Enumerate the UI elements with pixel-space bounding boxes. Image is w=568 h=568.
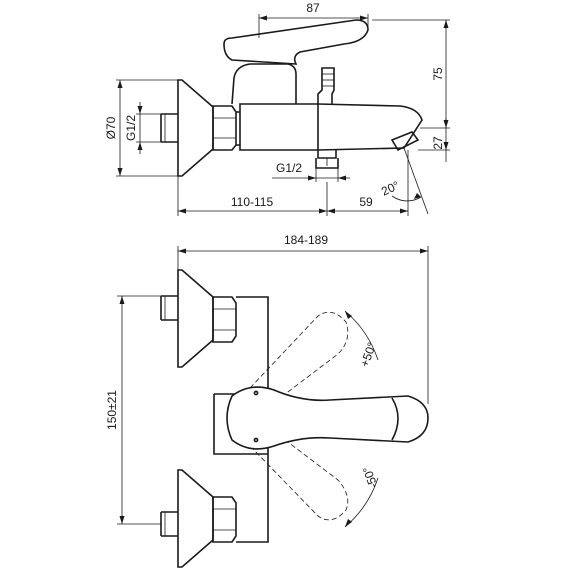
side-body [239, 103, 319, 151]
side-dimensions: 87 75 27 Ø70 G1/2 G1/2 [104, 1, 450, 216]
dim-g12-side: G1/2 [124, 115, 138, 141]
side-hex-nut [212, 105, 237, 151]
dim-184-189: 184-189 [284, 233, 328, 247]
front-lever [226, 386, 429, 450]
lever-rotated-up [249, 311, 349, 405]
dim-27: 27 [431, 136, 445, 150]
front-dimensions: 184-189 150±21 +50° -50° [105, 233, 429, 525]
dim-g12-bottom: G1/2 [276, 161, 302, 175]
lever-rotated-down [249, 429, 349, 521]
side-aerator [390, 131, 420, 152]
dim-87: 87 [306, 1, 320, 15]
side-rosette [177, 79, 214, 177]
front-hex-nut-top [212, 296, 237, 343]
front-rosette-top [177, 269, 214, 368]
dim-59: 59 [359, 195, 373, 209]
dim-110-115: 110-115 [231, 195, 274, 209]
front-rosette-bottom [177, 469, 214, 568]
side-diverter [317, 67, 335, 104]
dim-75: 75 [431, 67, 445, 81]
dim-minus50: -50° [360, 464, 381, 490]
dim-20deg: 20° [379, 178, 402, 198]
side-cartridge [231, 63, 297, 105]
side-lever [223, 19, 369, 65]
dim-o70: Ø70 [104, 116, 118, 139]
side-spout [317, 103, 423, 151]
front-view [160, 269, 429, 568]
front-hex-nut-bottom [212, 496, 237, 543]
dim-150-21: 150±21 [105, 390, 119, 430]
side-inlet-pipe [160, 113, 178, 143]
side-view [160, 19, 423, 177]
